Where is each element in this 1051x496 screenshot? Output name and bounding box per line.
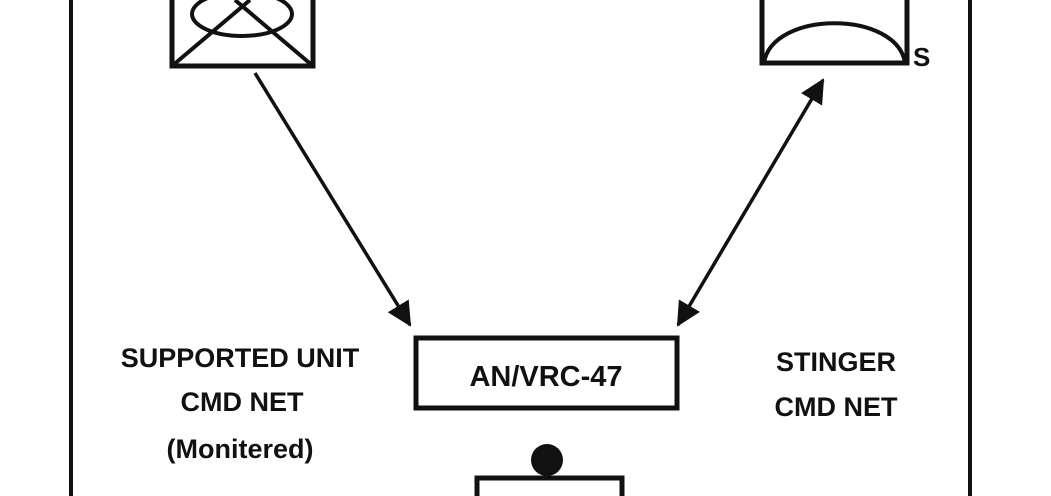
left-net-line3: (Monitered) — [167, 434, 314, 464]
radio-box — [413, 335, 680, 411]
left-net-line2: CMD NET — [181, 387, 304, 417]
unit-designator: S — [913, 42, 930, 72]
arrow-supported-unit-to-radio — [253, 72, 412, 327]
infantry-unit-icon — [169, 0, 316, 69]
right-net-line1: STINGER — [776, 347, 896, 377]
left-net-line1: SUPPORTED UNIT — [121, 343, 360, 373]
air-defense-unit-icon — [759, 0, 910, 66]
operator-icon — [474, 444, 625, 496]
radio-label: AN/VRC-47 — [469, 361, 622, 393]
arrow-stinger-to-radio — [676, 78, 825, 327]
right-net-line2: CMD NET — [775, 392, 898, 422]
